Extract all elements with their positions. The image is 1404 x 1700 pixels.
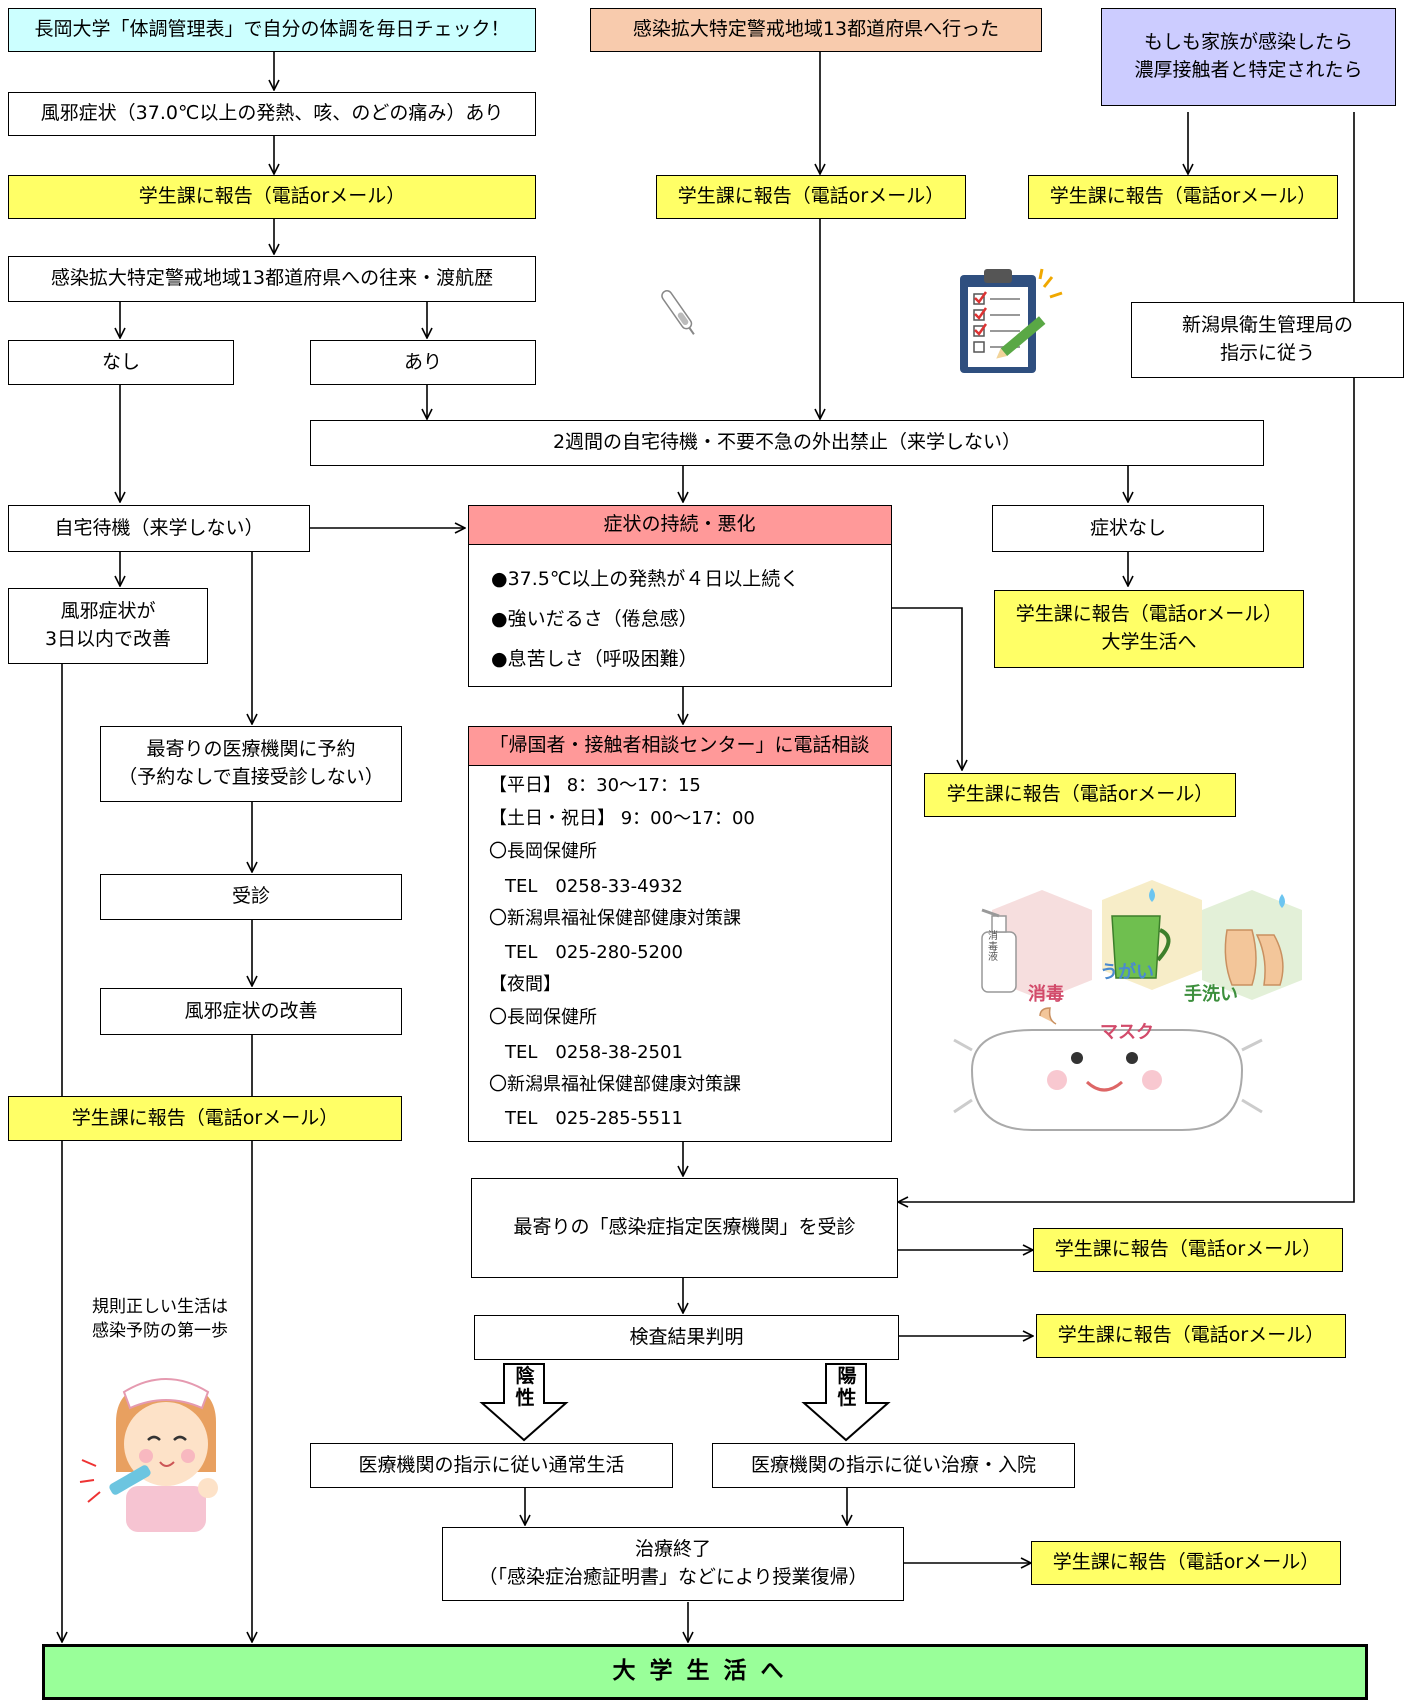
test-result-box: 検査結果判明: [474, 1315, 899, 1360]
center-title: 「帰国者・接触者相談センター」に電話相談: [467, 725, 892, 766]
mask-label: マスク: [1100, 1022, 1154, 1043]
report-box-2: 学生課に報告（電話orメール）: [8, 1096, 402, 1141]
infection-prevention-illustration: [953, 880, 1302, 1131]
worsening-item: ●強いだるさ（倦怠感）: [491, 608, 698, 630]
cold-symptoms-box: 風邪症状（37.0℃以上の発熱、咳、のどの痛み）あり: [8, 92, 536, 136]
worsening-title: 症状の持続・悪化: [467, 504, 892, 545]
negative-arrow: [479, 1363, 569, 1442]
treatment-end-box: 治療終了 （「感染症治癒証明書」などにより授業復帰）: [442, 1527, 904, 1601]
normal-life-box: 医療機関の指示に従い通常生活: [310, 1443, 673, 1488]
two-weeks-box: 2週間の自宅待機・不要不急の外出禁止（来学しない）: [310, 420, 1264, 466]
family-infected-box: もしも家族が感染したら 濃厚接触者と特定されたら: [1101, 8, 1396, 106]
report-box-7: 学生課に報告（電話orメール）: [1036, 1314, 1346, 1358]
phone-number: TEL 0258-33-4932: [505, 876, 683, 897]
worsening-item: ●息苦しさ（呼吸困難）: [491, 648, 698, 670]
treatment-box: 医療機関の指示に従い治療・入院: [712, 1443, 1075, 1488]
thermometer-icon: [661, 290, 695, 335]
office-name: 〇新潟県福祉保健部健康対策課: [489, 908, 741, 929]
weekday-hours: 【平日】 8：30～17：15: [489, 775, 701, 796]
worsening-item: ●37.5℃以上の発熱が４日以上続く: [491, 568, 800, 590]
designated-hospital-box: 最寄りの「感染症指定医療機関」を受診: [471, 1178, 898, 1278]
disinfect-label: 消毒: [1028, 984, 1064, 1005]
office-name: 〇長岡保健所: [489, 841, 597, 862]
office-name: 〇新潟県福祉保健部健康対策課: [489, 1074, 741, 1095]
phone-number: TEL 025-285-5511: [505, 1108, 683, 1129]
checklist-icon: [960, 268, 1063, 373]
health-bureau-box: 新潟県衛生管理局の 指示に従う: [1131, 302, 1404, 378]
phone-number: TEL 025-280-5200: [505, 942, 683, 963]
positive-arrow: [801, 1363, 891, 1442]
daily-check-box: 長岡大学「体調管理表」で自分の体調を毎日チェック！: [8, 8, 536, 52]
visited-area-box: 感染拡大特定警戒地域13都道府県へ行った: [590, 8, 1042, 52]
travel-history-box: 感染拡大特定警戒地域13都道府県への往来・渡航歴: [8, 256, 536, 302]
phone-number: TEL 0258-38-2501: [505, 1042, 683, 1063]
negative-label: 陰 性: [515, 1365, 535, 1409]
worsening-panel: 症状の持続・悪化 ●37.5℃以上の発熱が４日以上続く ●強いだるさ（倦怠感） …: [467, 504, 892, 687]
office-name: 〇長岡保健所: [489, 1007, 597, 1028]
nurse-illustration: [79, 1378, 218, 1532]
reserve-clinic-box: 最寄りの医療機関に予約 （予約なしで直接受診しない）: [100, 726, 402, 802]
consult-box: 受診: [100, 874, 402, 920]
yes-box: あり: [310, 340, 536, 385]
arrow: [892, 607, 962, 770]
no-symptoms-box: 症状なし: [992, 505, 1264, 552]
none-box: なし: [8, 340, 234, 385]
positive-label: 陽 性: [837, 1365, 857, 1409]
improved-box: 風邪症状の改善: [100, 988, 402, 1035]
nurse-note: 規則正しい生活は 感染予防の第一歩: [92, 1297, 228, 1341]
arrow: [898, 112, 1355, 1202]
report-box-4: 学生課に報告（電話orメール）: [1028, 175, 1338, 219]
report-box-8: 学生課に報告（電話orメール）: [1031, 1541, 1341, 1585]
report-campus-box: 学生課に報告（電話orメール） 大学生活へ: [994, 590, 1304, 668]
home-wait-box: 自宅待機（来学しない）: [8, 505, 310, 552]
holiday-hours: 【土日・祝日】 9：00～17：00: [489, 808, 755, 829]
report-box-1: 学生課に報告（電話orメール）: [8, 175, 536, 219]
campus-life-box: 大学生活へ: [42, 1644, 1368, 1700]
gargle-label: うがい: [1100, 962, 1154, 983]
disinfectant-label: 消 毒 液: [988, 931, 998, 963]
report-box-3: 学生課に報告（電話orメール）: [656, 175, 966, 219]
report-box-6: 学生課に報告（電話orメール）: [1033, 1228, 1343, 1272]
handwash-label: 手洗い: [1184, 984, 1238, 1005]
improved-3days-box: 風邪症状が 3日以内で改善: [8, 588, 208, 664]
night-label: 【夜間】: [489, 974, 561, 995]
report-box-5: 学生課に報告（電話orメール）: [924, 773, 1236, 817]
consultation-center-panel: 「帰国者・接触者相談センター」に電話相談 【平日】 8：30～17：15 【土日…: [467, 725, 892, 1142]
